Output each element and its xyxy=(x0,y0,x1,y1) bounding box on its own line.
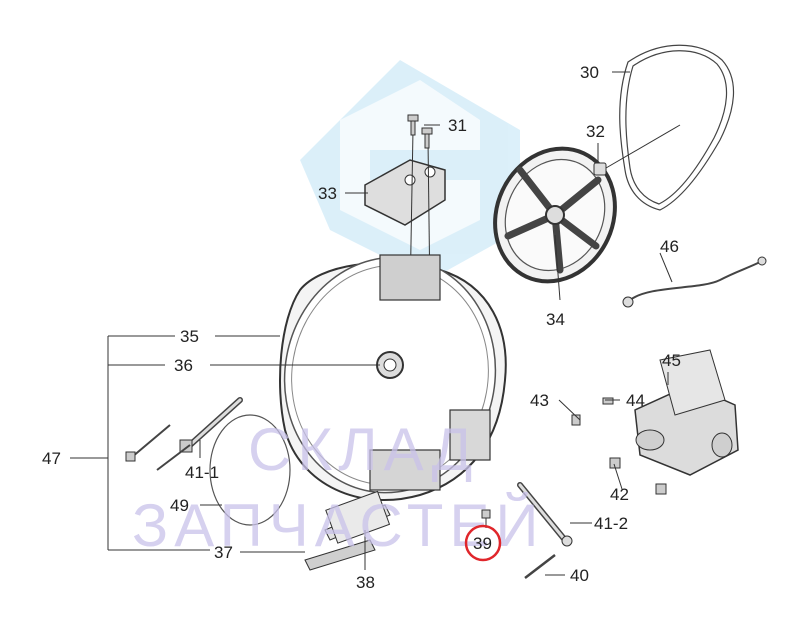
highlight-circle-39 xyxy=(464,524,502,562)
drum-pulley xyxy=(493,146,617,284)
label-34: 34 xyxy=(546,310,565,329)
watermark-line-1: СКЛАД xyxy=(248,416,478,483)
label-47: 47 xyxy=(42,449,61,468)
label-49: 49 xyxy=(170,496,189,515)
label-46: 46 xyxy=(660,237,679,256)
pulley-bolt xyxy=(593,124,681,176)
ground-wire xyxy=(622,256,767,308)
label-41-1: 41-1 xyxy=(185,463,219,482)
label-31: 31 xyxy=(448,116,467,135)
shock-absorber-left xyxy=(179,397,243,453)
leader-lines xyxy=(70,71,673,576)
shock-absorber-right xyxy=(517,482,573,547)
watermark-line-2: ЗАПЧАСТЕЙ xyxy=(132,492,545,559)
label-43: 43 xyxy=(530,391,549,410)
label-30: 30 xyxy=(580,63,599,82)
label-35: 35 xyxy=(180,327,199,346)
motor xyxy=(634,349,739,476)
tub-seal xyxy=(209,414,291,526)
label-36: 36 xyxy=(174,356,193,375)
drum-bearing xyxy=(376,351,404,379)
bracket-bolts xyxy=(407,114,433,149)
heater-cover xyxy=(304,490,391,571)
label-42: 42 xyxy=(610,485,629,504)
label-37: 37 xyxy=(214,543,233,562)
label-39: 39 xyxy=(473,534,492,553)
label-41-2: 41-2 xyxy=(594,514,628,533)
label-32: 32 xyxy=(586,122,605,141)
shock-absorber-bolts-left xyxy=(125,424,191,471)
drive-belt xyxy=(619,44,734,211)
label-33: 33 xyxy=(318,184,337,203)
label-40: 40 xyxy=(570,566,589,585)
bolt-40 xyxy=(524,554,556,579)
label-45: 45 xyxy=(662,351,681,370)
label-44: 44 xyxy=(626,391,645,410)
label-38: 38 xyxy=(356,573,375,592)
